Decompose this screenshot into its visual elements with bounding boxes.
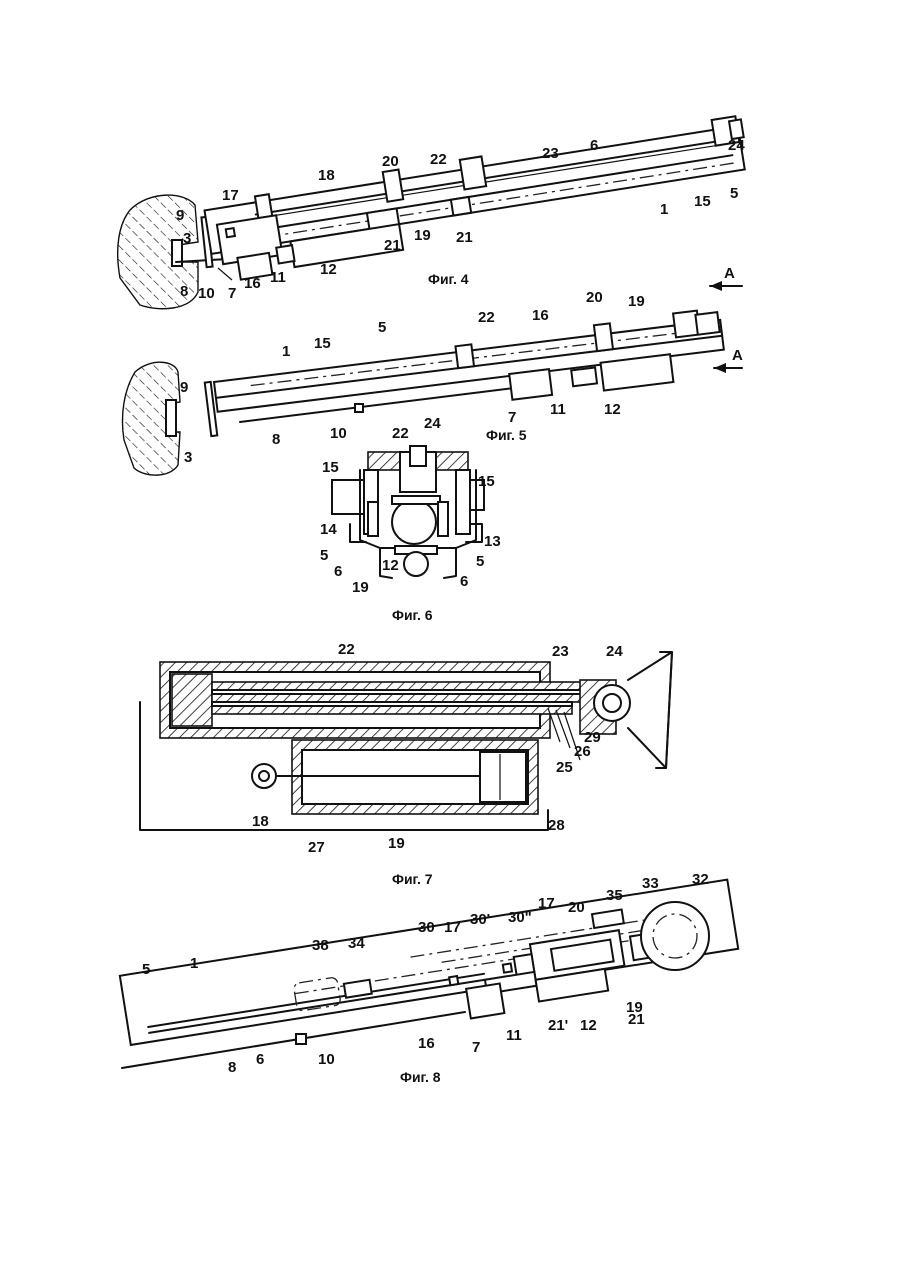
fig4-label: 10 xyxy=(198,285,215,302)
fig8-label: 30' xyxy=(470,911,490,928)
fig4-label: 19 xyxy=(414,227,431,244)
fig8-label: 30 xyxy=(418,919,435,936)
fig4-label: 1 xyxy=(660,201,668,218)
fig6-label: 14 xyxy=(320,521,337,538)
fig6-caption: Фиг. 6 xyxy=(392,607,433,623)
fig6-label: 12 xyxy=(382,557,399,574)
fig4-label: 18 xyxy=(318,167,335,184)
figure-8: 33 32 35 20 17 30" 30' 30 17 38 34 5 1 2… xyxy=(120,871,743,1085)
figure-7: 22 23 24 29 26 25 18 19 28 27 Фиг. 7 xyxy=(140,641,672,887)
fig4-label: 20 xyxy=(382,153,399,170)
fig4-label: 15 xyxy=(694,193,711,210)
fig6-label: 24 xyxy=(424,415,441,432)
fig5-label: 9 xyxy=(180,379,188,396)
figure-6: 22 24 15 15 14 13 5 5 6 19 12 6 Фиг. 6 xyxy=(320,415,501,623)
fig4-label: 11 xyxy=(270,269,286,286)
fig8-label: 12 xyxy=(580,1017,597,1034)
fig7-label: 19 xyxy=(388,835,405,852)
fig4-label: 23 xyxy=(542,145,559,162)
fig8-label: 17 xyxy=(444,919,461,936)
fig5-label: 16 xyxy=(532,307,549,324)
fig7-label: 28 xyxy=(548,817,565,834)
fig6-label: 13 xyxy=(484,533,501,550)
fig8-wheel xyxy=(641,902,709,970)
fig8-label: 10 xyxy=(318,1051,335,1068)
fig4-label: 12 xyxy=(320,261,337,278)
fig5-section-mark: A xyxy=(732,347,743,364)
fig8-label: 33 xyxy=(642,875,659,892)
fig4-label: 17 xyxy=(222,187,239,204)
fig8-label: 38 xyxy=(312,937,329,954)
fig7-label: 27 xyxy=(308,839,325,856)
fig4-label: 8 xyxy=(180,283,188,300)
fig5-label: 12 xyxy=(604,401,621,418)
fig6-label: 22 xyxy=(392,425,409,442)
fig5-label: 3 xyxy=(184,449,192,466)
fig4-label: 21 xyxy=(456,229,473,246)
fig4-label: 24 xyxy=(728,137,745,154)
fig4-label: 21 xyxy=(384,237,401,254)
fig7-label: 24 xyxy=(606,643,623,660)
fig5-label: 1 xyxy=(282,343,290,360)
fig8-label: 8 xyxy=(228,1059,236,1076)
fig5-label: 7 xyxy=(508,409,516,426)
fig6-label: 15 xyxy=(322,459,339,476)
fig6-label: 6 xyxy=(460,573,468,590)
fig8-label: 19 xyxy=(626,999,643,1016)
fig5-label: 10 xyxy=(330,425,347,442)
fig7-label: 18 xyxy=(252,813,269,830)
fig7-label: 22 xyxy=(338,641,355,658)
fig4-label: 5 xyxy=(730,185,738,202)
fig8-caption: Фиг. 8 xyxy=(400,1069,441,1085)
fig5-label: 15 xyxy=(314,335,331,352)
fig8-label: 11 xyxy=(506,1027,522,1044)
fig8-label: 32 xyxy=(692,871,709,888)
fig8-label: 6 xyxy=(256,1051,264,1068)
fig8-label: 34 xyxy=(348,935,365,952)
fig5-label: 22 xyxy=(478,309,495,326)
fig6-label: 19 xyxy=(352,579,369,596)
fig4-label: 9 xyxy=(176,207,184,224)
fig5-section-mark: A xyxy=(724,265,735,282)
figure-4: 24 23 6 22 20 18 17 9 3 5 15 1 21 19 21 … xyxy=(118,115,754,308)
fig4-label: 16 xyxy=(244,275,261,292)
fig6-label: 6 xyxy=(334,563,342,580)
fig8-label: 7 xyxy=(472,1039,480,1056)
fig5-label: 5 xyxy=(378,319,386,336)
fig4-label: 6 xyxy=(590,137,598,154)
fig4-label: 3 xyxy=(183,230,191,247)
fig6-label: 5 xyxy=(476,553,484,570)
fig8-label: 21' xyxy=(548,1017,568,1034)
fig7-caption: Фиг. 7 xyxy=(392,871,433,887)
fig6-label: 15 xyxy=(478,473,495,490)
fig8-label: 17 xyxy=(538,895,555,912)
fig8-label: 5 xyxy=(142,961,150,978)
fig8-label: 1 xyxy=(190,955,198,972)
fig7-label: 26 xyxy=(574,743,591,760)
fig4-label: 22 xyxy=(430,151,447,168)
fig5-caption: Фиг. 5 xyxy=(486,427,527,443)
fig7-label: 25 xyxy=(556,759,573,776)
fig8-label: 20 xyxy=(568,899,585,916)
fig8-label: 35 xyxy=(606,887,623,904)
fig8-label: 30" xyxy=(508,909,532,926)
fig5-label: 8 xyxy=(272,431,280,448)
fig4-caption: Фиг. 4 xyxy=(428,271,469,287)
fig8-label: 16 xyxy=(418,1035,435,1052)
fig5-boom xyxy=(213,308,727,438)
fig4-label: 7 xyxy=(228,285,236,302)
fig7-label: 23 xyxy=(552,643,569,660)
figure-5: A A 20 19 22 16 5 1 15 9 11 12 7 10 8 3 … xyxy=(122,265,743,475)
fig5-label: 19 xyxy=(628,293,645,310)
fig5-label: 20 xyxy=(586,289,603,306)
fig6-label: 5 xyxy=(320,547,328,564)
fig5-label: 11 xyxy=(550,401,566,418)
fig4-boom xyxy=(203,115,753,283)
